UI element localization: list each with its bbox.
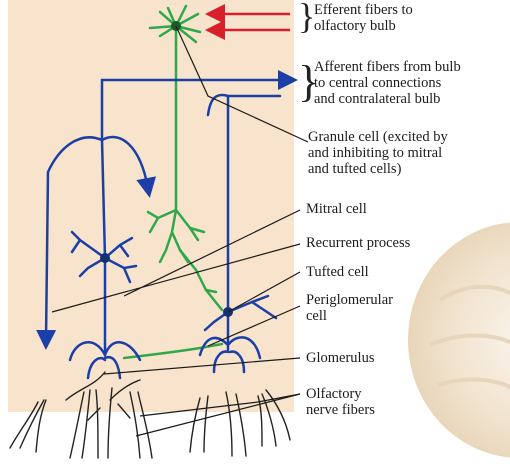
label-afferent-line-3: and contralateral bulb xyxy=(314,91,461,107)
label-olfactory-nerve-fibers: Olfactory nerve fibers xyxy=(306,386,375,418)
label-afferent-line-1: Afferent fibers from bulb xyxy=(314,59,461,75)
label-periglomerular-cell: Periglomerular cell xyxy=(306,292,393,324)
label-efferent-line-2: olfactory bulb xyxy=(314,18,413,34)
label-afferent-fibers: Afferent fibers from bulb to central con… xyxy=(314,59,461,107)
label-periglomerular-line-2: cell xyxy=(306,308,393,324)
label-periglomerular-line-1: Periglomerular xyxy=(306,292,393,308)
label-mitral-cell: Mitral cell xyxy=(306,201,367,217)
label-granule-line-3: and tufted cells) xyxy=(308,161,448,177)
label-granule-line-1: Granule cell (excited by xyxy=(308,129,448,145)
olfactory-bulb-image xyxy=(408,222,510,458)
label-tufted-cell: Tufted cell xyxy=(306,264,369,280)
label-afferent-line-2: to central connections xyxy=(314,75,461,91)
efferent-brace: } xyxy=(298,0,315,34)
label-glomerulus: Glomerulus xyxy=(306,350,374,366)
label-recurrent-process: Recurrent process xyxy=(306,235,410,251)
mitral-cell-body xyxy=(100,253,110,263)
label-efferent-fibers: Efferent fibers to olfactory bulb xyxy=(314,2,413,34)
label-granule-cell: Granule cell (excited by and inhibiting … xyxy=(308,129,448,177)
tissue-panel xyxy=(8,0,294,412)
label-olfactory-line-2: nerve fibers xyxy=(306,402,375,418)
label-efferent-line-1: Efferent fibers to xyxy=(314,2,413,18)
label-granule-line-2: and inhibiting to mitral xyxy=(308,145,448,161)
label-olfactory-line-1: Olfactory xyxy=(306,386,375,402)
